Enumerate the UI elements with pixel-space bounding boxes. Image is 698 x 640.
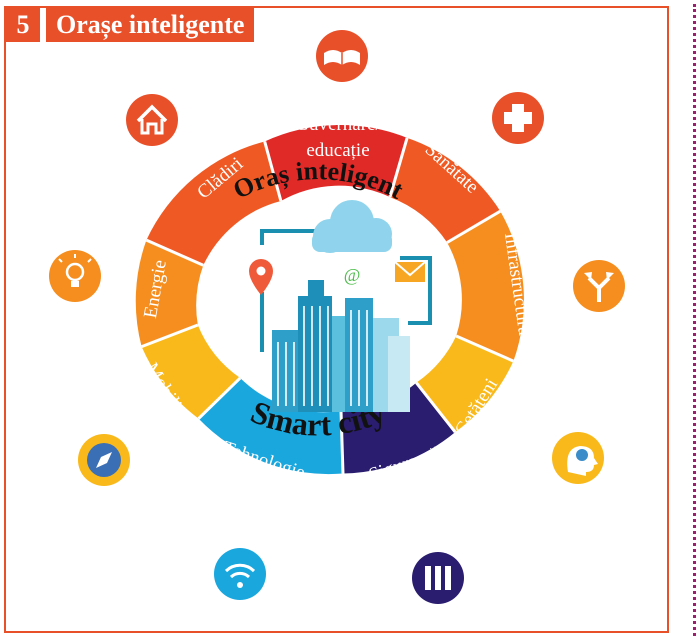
house-icon (126, 94, 178, 146)
city-illustration: @ (249, 200, 432, 412)
label-guvernare-line1: Guvernare/ (295, 114, 381, 135)
brain-head-icon (552, 432, 604, 484)
data-servers-icon (412, 552, 464, 604)
segment-mobilitate (141, 325, 241, 419)
at-icon: @ (344, 265, 361, 285)
segment-cetateni (416, 336, 514, 433)
split-arrows-icon (573, 260, 625, 312)
book-icon (316, 30, 368, 82)
page-title: Orașe inteligente (46, 8, 255, 42)
pin-icon (249, 259, 273, 295)
segment-cladiri (146, 141, 281, 266)
label-guvernare-line2: educație (306, 140, 369, 161)
segment-infrastructura (447, 211, 524, 362)
compass-icon (78, 434, 130, 486)
segment-sanatate (389, 137, 501, 243)
segment-energie (135, 240, 204, 347)
segment-separators (141, 137, 515, 474)
cloud-icon (312, 200, 392, 253)
segment-guvernare (264, 124, 408, 201)
mail-icon (394, 261, 426, 282)
segment-tehnologie (198, 378, 343, 475)
title-bar: 5 Orașe inteligente (6, 8, 255, 42)
medical-cross-icon (492, 92, 544, 144)
section-number: 5 (6, 8, 40, 42)
lightbulb-icon (49, 250, 101, 302)
wifi-icon (214, 548, 266, 600)
segment-siguranta (341, 382, 456, 474)
dotted-border (693, 4, 696, 636)
